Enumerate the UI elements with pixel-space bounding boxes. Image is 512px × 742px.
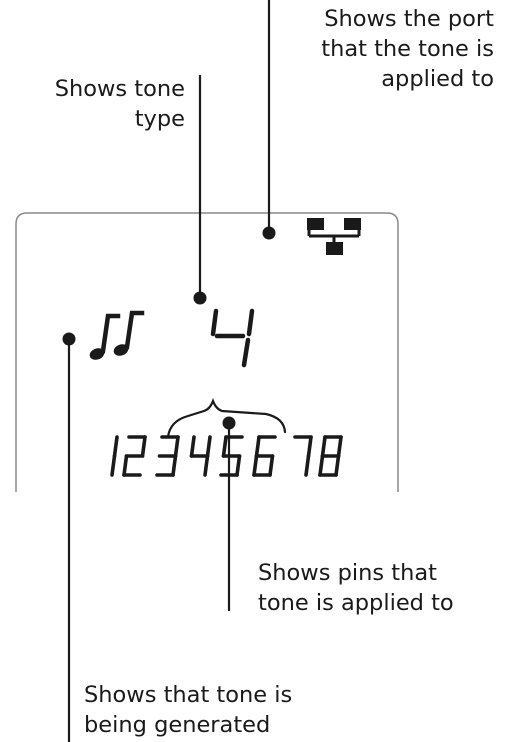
pin-digit-segment	[171, 454, 178, 477]
callout-port-line1: Shows the port	[324, 6, 494, 32]
pin-digit-segment	[203, 454, 210, 477]
pin-digit-7	[293, 435, 313, 477]
pin-digit-segment	[252, 454, 259, 477]
pin-digits	[110, 435, 343, 477]
pin-digit-8	[318, 435, 343, 477]
callout-port-label: Shows the port that the tone is applied …	[270, 4, 494, 94]
pin-digit-segment	[320, 435, 327, 458]
callout-generating-label: Shows that tone is being generated	[84, 680, 384, 740]
callout-pins-line1: Shows pins that	[258, 560, 437, 586]
callout-generating-line1: Shows that tone is	[84, 682, 293, 708]
pin-digit-segment	[189, 435, 196, 458]
pin-digit-4	[189, 435, 212, 477]
callout-type-label: Shows tone type	[20, 74, 185, 134]
pin-digit-segment	[306, 435, 313, 458]
pin-digit-segment	[318, 454, 325, 477]
pin-digit-segment	[268, 454, 275, 477]
pin-digit-segment	[205, 435, 212, 458]
callout-generating-line2: being generated	[84, 712, 271, 738]
pin-digit-segment	[173, 435, 180, 458]
pin-digit-segment	[304, 454, 311, 477]
pin-digit-segment	[112, 435, 119, 458]
network-port-icon	[307, 218, 361, 255]
music-notes-icon	[89, 310, 145, 360]
callout-pins-label: Shows pins that tone is applied to	[258, 558, 498, 618]
pin-digit-segment	[336, 435, 343, 458]
pin-digit-segment	[140, 435, 147, 458]
pin-digit-5	[219, 435, 244, 477]
pin-digit-1	[110, 435, 119, 477]
callout-type-line2: type	[134, 106, 185, 132]
pin-digit-segment	[334, 454, 341, 477]
lcd-frame	[15, 212, 399, 492]
pin-digit-segment	[235, 454, 242, 477]
callout-port-line3: applied to	[381, 66, 494, 92]
callout-pins-line2: tone is applied to	[258, 590, 454, 616]
pin-digit-segment	[254, 435, 261, 458]
callout-type-line1: Shows tone	[54, 76, 185, 102]
pin-bracket	[166, 397, 287, 439]
pin-digit-segment	[122, 454, 129, 477]
callout-port-line2: that the tone is	[321, 36, 494, 62]
pin-digit-2	[122, 435, 147, 477]
pin-digit-segment	[221, 435, 228, 458]
pin-digit-segment	[110, 454, 117, 477]
callout-lines	[62, 0, 276, 742]
pin-digit-3	[155, 435, 180, 477]
pin-digit-6	[252, 435, 277, 477]
tone-type-digit	[210, 308, 255, 368]
